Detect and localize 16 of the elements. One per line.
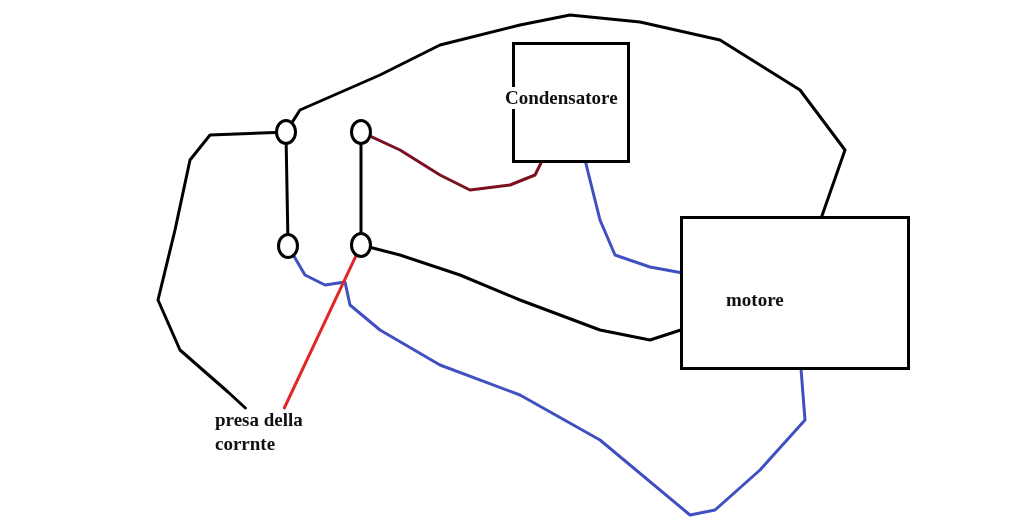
terminal-circle bbox=[350, 232, 372, 258]
wire bbox=[284, 143, 290, 235]
wire bbox=[584, 161, 682, 274]
terminal-circle bbox=[277, 233, 299, 259]
wire bbox=[291, 13, 847, 218]
component-box bbox=[680, 216, 910, 370]
terminal-circle bbox=[275, 119, 297, 145]
wire bbox=[359, 143, 363, 234]
leader-line bbox=[282, 254, 358, 410]
wire bbox=[369, 135, 543, 192]
wire bbox=[156, 130, 277, 410]
wire bbox=[370, 246, 682, 342]
callout-label: presa della corrnte bbox=[215, 408, 330, 456]
terminal-circle bbox=[350, 119, 372, 145]
wire bbox=[292, 255, 807, 517]
box-label: Condensatore bbox=[505, 87, 618, 109]
